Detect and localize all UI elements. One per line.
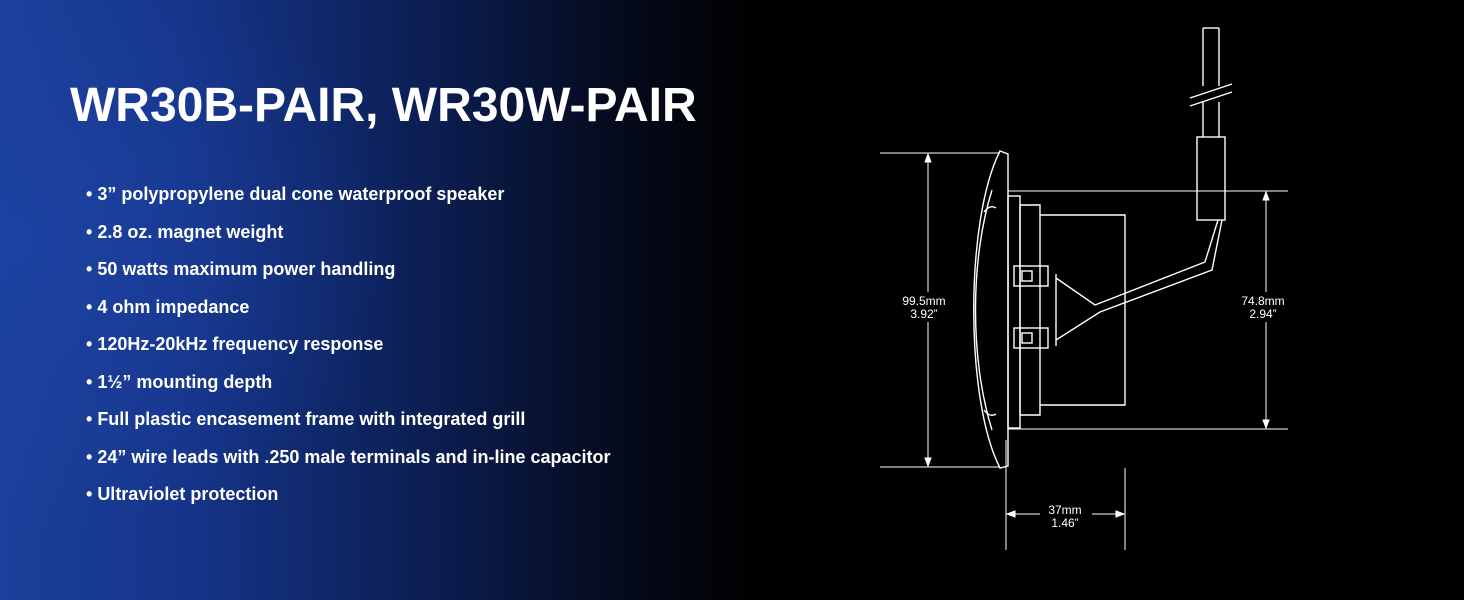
terminal-top-inner <box>1021 270 1033 282</box>
outer-diameter-in-label: 3.92” <box>910 307 937 321</box>
grille-slot-bottom <box>983 409 997 417</box>
feature-item: •1½” mounting depth <box>86 368 611 406</box>
bullet-icon: • <box>86 221 93 242</box>
feature-text: 3” polypropylene dual cone waterproof sp… <box>97 184 505 204</box>
depth-mm-label: 37mm <box>1048 503 1081 517</box>
feature-text: 2.8 oz. magnet weight <box>97 221 284 242</box>
feature-text: Full plastic encasement frame with integ… <box>97 409 526 429</box>
mount-flange <box>1007 195 1021 429</box>
feature-text: 1½” mounting depth <box>97 371 273 392</box>
speaker-basket <box>1019 204 1126 416</box>
speaker-drawing <box>973 27 1233 469</box>
speaker-dimension-diagram: 99.5mm 3.92” 74.8mm 2.94” 37mm 1.46” <box>880 27 1288 550</box>
terminal-bottom-inner <box>1021 332 1033 344</box>
feature-item: •50 watts maximum power handling <box>86 255 611 293</box>
bullet-icon: • <box>86 259 93 279</box>
feature-list: •3” polypropylene dual cone waterproof s… <box>86 180 611 518</box>
inline-capacitor <box>1196 136 1226 221</box>
arrowhead <box>924 152 932 163</box>
terminal-top <box>1013 265 1049 287</box>
arrowhead <box>1262 419 1270 430</box>
depth-in-label: 1.46” <box>1051 516 1078 530</box>
feature-text: 4 ohm impedance <box>97 296 250 317</box>
bullet-icon: • <box>86 334 93 354</box>
grille-slot-top <box>983 205 997 213</box>
feature-text: 120Hz-20kHz frequency response <box>97 334 384 354</box>
feature-item: •Full plastic encasement frame with inte… <box>86 405 611 443</box>
wire-lead-bottom <box>1055 219 1223 341</box>
dimension-labels: 99.5mm 3.92” 74.8mm 2.94” 37mm 1.46” <box>902 294 1284 530</box>
dimension-lines <box>880 152 1288 550</box>
feature-text: 50 watts maximum power handling <box>97 259 396 279</box>
arrowhead <box>1262 190 1270 201</box>
grille-inner-curve <box>974 189 993 431</box>
arrowhead <box>1115 510 1126 518</box>
bullet-icon: • <box>86 409 93 429</box>
arrowhead <box>924 457 932 468</box>
feature-text: Ultraviolet protection <box>97 484 279 504</box>
bullet-icon: • <box>86 184 93 204</box>
feature-item: •2.8 oz. magnet weight <box>86 218 611 256</box>
grille-bezel <box>973 150 1009 469</box>
mount-diameter-mm-label: 74.8mm <box>1241 294 1284 308</box>
mount-diameter-in-label: 2.94” <box>1249 307 1276 321</box>
feature-item: •3” polypropylene dual cone waterproof s… <box>86 180 611 218</box>
page-title: WR30B-PAIR, WR30W-PAIR <box>70 79 697 132</box>
bullet-icon: • <box>86 371 93 392</box>
feature-item: •120Hz-20kHz frequency response <box>86 330 611 368</box>
feature-item: •Ultraviolet protection <box>86 480 611 518</box>
feature-text: 24” wire leads with .250 male terminals … <box>97 446 611 467</box>
terminal-bottom <box>1013 327 1049 349</box>
wire-lead-top <box>1055 219 1219 306</box>
arrowhead <box>1005 510 1016 518</box>
wire-break-symbol <box>1189 83 1233 107</box>
feature-item: •24” wire leads with .250 male terminals… <box>86 443 611 481</box>
outer-diameter-mm-label: 99.5mm <box>902 294 945 308</box>
bullet-icon: • <box>86 446 93 467</box>
bullet-icon: • <box>86 296 93 317</box>
feature-item: •4 ohm impedance <box>86 293 611 331</box>
bullet-icon: • <box>86 484 93 504</box>
